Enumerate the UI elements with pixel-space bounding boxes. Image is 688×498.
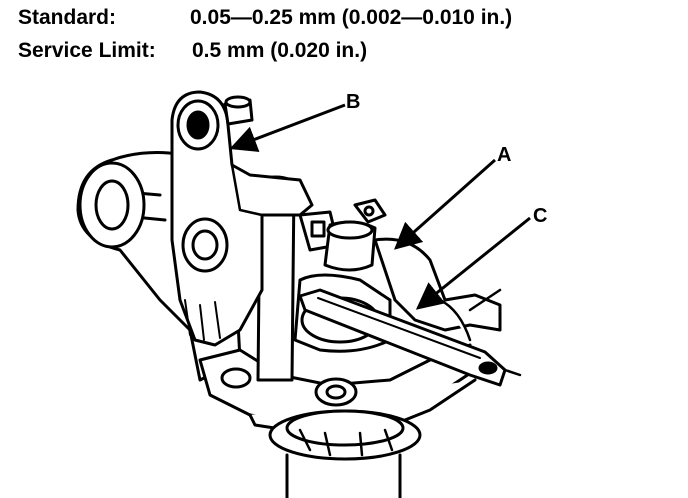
feeler-gauge <box>298 288 522 387</box>
service-limit-spec-row: Service Limit: 0.5 mm (0.020 in.) <box>18 39 367 63</box>
callout-label-a: A <box>497 144 511 166</box>
top-bolt <box>223 95 254 126</box>
service-limit-label: Service Limit: <box>18 39 156 62</box>
rocker-arm <box>170 90 314 347</box>
standard-label: Standard: <box>18 6 117 29</box>
standard-spec-row: Standard: 0.05—0.25 mm (0.002—0.010 in.) <box>18 6 512 30</box>
leader-line-c <box>415 216 531 310</box>
callout-label-c: C <box>533 205 547 227</box>
leader-line-a <box>393 158 496 250</box>
standard-value: 0.05—0.25 mm (0.002—0.010 in.) <box>190 6 513 29</box>
service-limit-value: 0.5 mm (0.020 in.) <box>192 39 368 62</box>
valve-spring-retainer <box>268 409 422 498</box>
leader-lines <box>229 103 531 310</box>
callout-label-b: B <box>346 91 360 113</box>
adjusting-screw <box>298 198 387 272</box>
leader-line-b <box>229 103 346 152</box>
